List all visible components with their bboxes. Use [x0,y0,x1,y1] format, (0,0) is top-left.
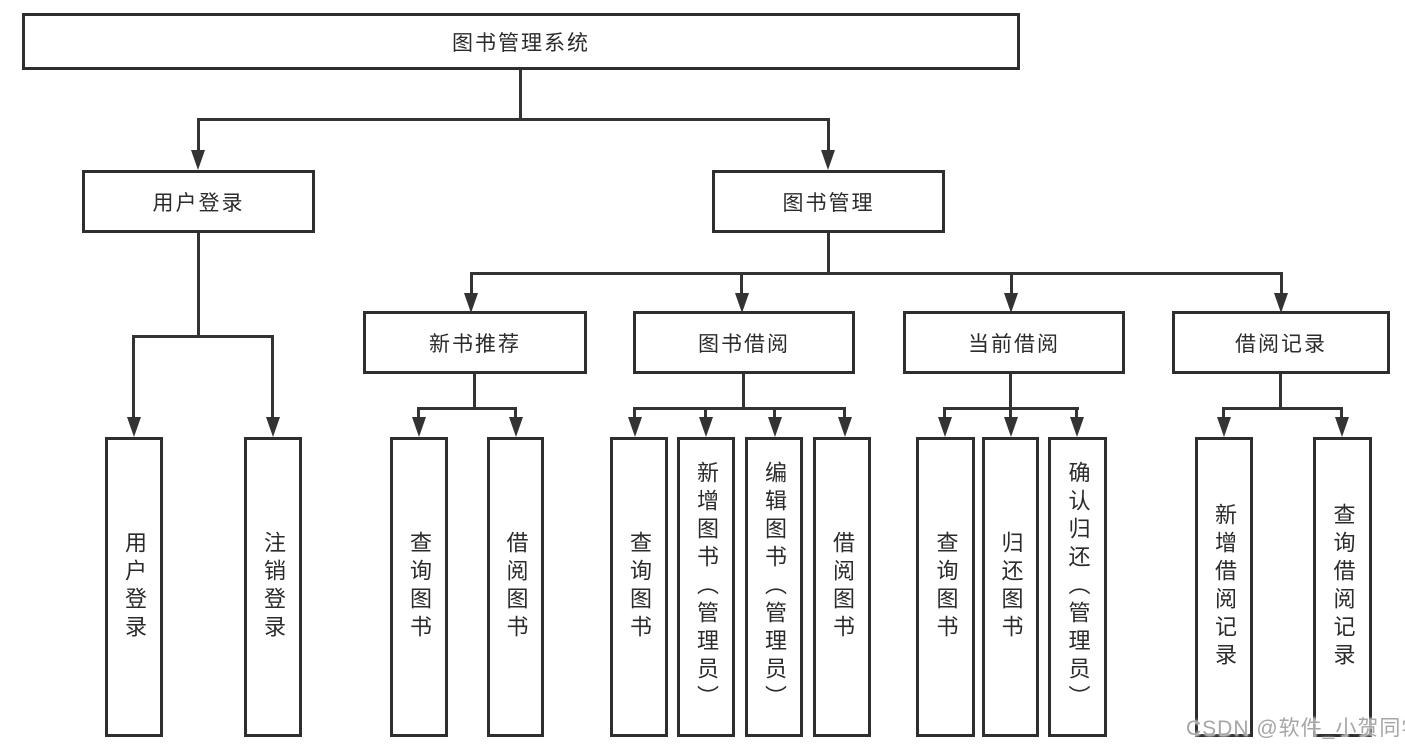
node-borrow-record-label: 借阅记录 [1235,332,1327,356]
arrow-down-icon [412,417,426,437]
leaf-borrow-borrow-book-label: 借阅图书 [830,531,855,643]
arrow-down-icon [191,150,205,170]
connector-current-stem [1009,374,1012,407]
arrow-down-icon [1004,417,1018,437]
arrow-down-icon [1274,293,1288,313]
connector-bookmgmt-stem [827,233,830,272]
leaf-record-query-label: 查询借阅记录 [1330,503,1356,671]
arrow-down-icon [1070,417,1084,437]
connector-bookmgmt-drop-2 [740,272,743,293]
arrow-down-icon [1004,293,1018,313]
connector-userlogin-rail [132,335,274,338]
leaf-user-login-label: 用户登录 [122,531,147,643]
leaf-current-confirm-return: 确认归还（管理员） [1048,437,1107,737]
arrow-down-icon [127,417,141,437]
node-current-borrow: 当前借阅 [903,311,1125,374]
leaf-borrow-add-book: 新增图书（管理员） [677,437,735,737]
leaf-newbook-borrow-label: 借阅图书 [503,531,529,643]
leaf-current-query: 查询图书 [916,437,975,737]
leaf-record-add: 新增借阅记录 [1195,437,1253,737]
arrow-down-icon [699,417,713,437]
leaf-borrow-edit-book: 编辑图书（管理员） [745,437,803,737]
connector-bookmgmt-drop-3 [1010,272,1013,293]
node-new-book-recommend-label: 新书推荐 [429,332,521,356]
connector-current-drop-3 [1075,407,1078,417]
connector-newbook-rail [417,407,517,410]
arrow-down-icon [464,293,478,313]
node-book-borrow-label: 图书借阅 [698,332,790,356]
arrow-down-icon [1335,417,1349,437]
arrow-down-icon [735,293,749,313]
arrow-down-icon [628,417,642,437]
node-current-borrow-label: 当前借阅 [968,332,1060,356]
connector-current-drop-2 [1009,407,1012,417]
connector-root-rail [197,118,830,121]
arrow-down-icon [821,150,835,170]
connector-current-drop-1 [943,407,946,417]
leaf-borrow-borrow-book: 借阅图书 [813,437,871,737]
connector-userlogin-stem [197,233,200,335]
node-root-label: 图书管理系统 [452,31,590,55]
node-borrow-record: 借阅记录 [1172,311,1390,374]
leaf-newbook-borrow: 借阅图书 [487,437,544,737]
node-book-borrow: 图书借阅 [633,311,855,374]
connector-root-drop-left [197,118,200,150]
leaf-current-return-label: 归还图书 [998,531,1024,643]
leaf-borrow-edit-book-label: 编辑图书（管理员） [762,461,787,713]
node-book-management: 图书管理 [712,170,945,233]
node-new-book-recommend: 新书推荐 [363,311,587,374]
leaf-borrow-query-label: 查询图书 [627,531,652,643]
arrow-down-icon [838,417,852,437]
connector-record-drop-2 [1340,407,1343,417]
connector-root-drop-right [827,118,830,150]
node-root: 图书管理系统 [22,13,1020,70]
leaf-record-add-label: 新增借阅记录 [1212,503,1237,671]
connector-record-drop-1 [1222,407,1225,417]
leaf-newbook-query: 查询图书 [390,437,448,737]
connector-borrow-drop-4 [843,407,846,417]
node-user-login-label: 用户登录 [152,191,245,215]
leaf-user-login: 用户登录 [105,437,163,737]
leaf-newbook-query-label: 查询图书 [407,531,432,643]
arrow-down-icon [1217,417,1231,437]
connector-borrow-rail [633,407,846,410]
connector-userlogin-drop-1 [132,335,135,417]
connector-newbook-stem [473,374,476,407]
csdn-watermark: CSDN @软件_小贺同学 [1186,717,1405,740]
connector-borrow-stem [742,374,745,407]
leaf-logout: 注销登录 [244,437,302,737]
connector-record-stem [1279,374,1282,407]
leaf-current-query-label: 查询图书 [933,531,959,643]
connector-bookmgmt-drop-4 [1280,272,1283,293]
leaf-borrow-query: 查询图书 [610,437,668,737]
leaf-logout-label: 注销登录 [261,531,286,643]
connector-borrow-drop-2 [704,407,707,417]
arrow-down-icon [768,417,782,437]
connector-userlogin-drop-2 [271,335,274,417]
connector-record-rail [1222,407,1343,410]
arrow-down-icon [938,417,952,437]
leaf-borrow-add-book-label: 新增图书（管理员） [694,461,719,713]
connector-newbook-drop-1 [417,407,420,417]
leaf-current-confirm-return-label: 确认归还（管理员） [1065,461,1091,713]
node-book-management-label: 图书管理 [782,191,875,215]
connector-root-stem [519,70,522,118]
connector-borrow-drop-3 [773,407,776,417]
connector-borrow-drop-1 [633,407,636,417]
arrow-down-icon [509,417,523,437]
connector-newbook-drop-2 [514,407,517,417]
leaf-record-query: 查询借阅记录 [1313,437,1372,737]
node-user-login: 用户登录 [82,170,315,233]
connector-bookmgmt-drop-1 [470,272,473,293]
arrow-down-icon [266,417,280,437]
leaf-current-return: 归还图书 [982,437,1039,737]
connector-bookmgmt-rail [470,272,1282,275]
